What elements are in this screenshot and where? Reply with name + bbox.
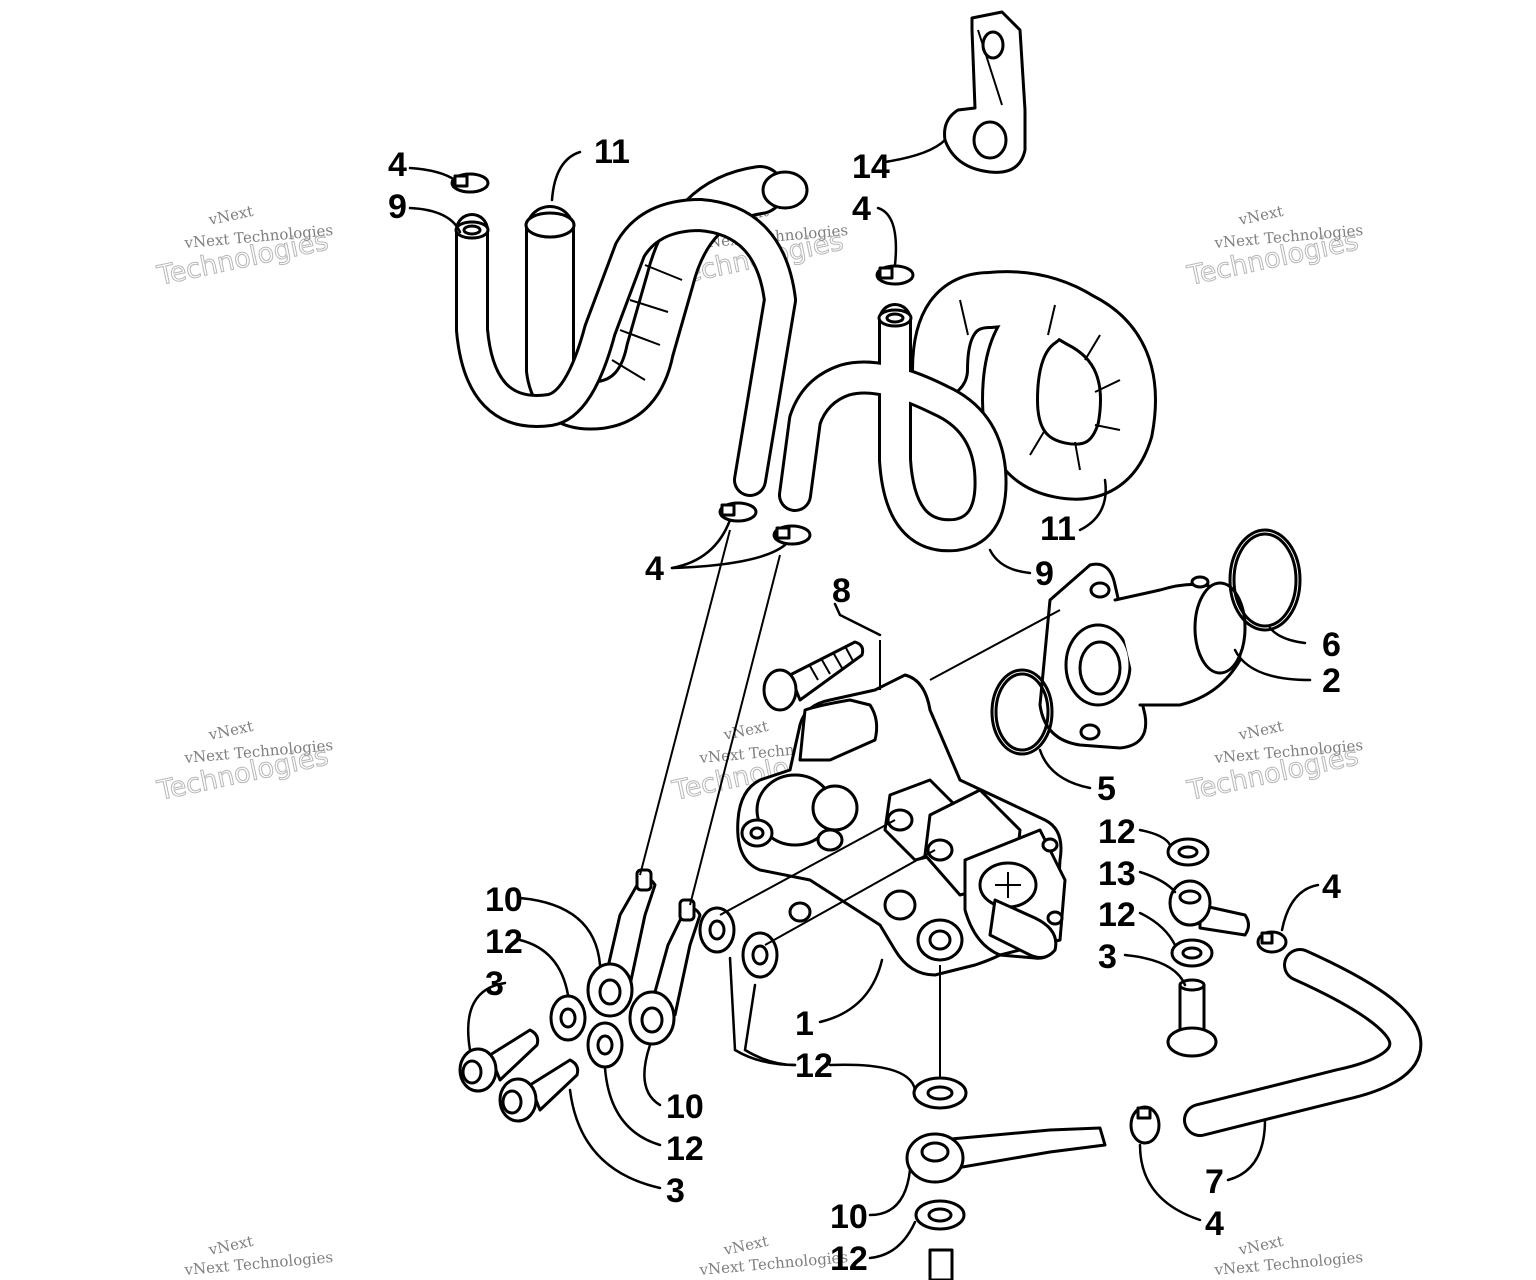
clamp-part-4-bottom [1129, 1105, 1161, 1145]
callout-8: 8 [832, 572, 851, 610]
callout-3: 3 [1098, 938, 1117, 976]
bolt-part-3-bottom [928, 1248, 954, 1280]
callout-10: 10 [830, 1198, 868, 1236]
svg-text:vNext: vNext [206, 717, 255, 744]
callout-11: 11 [1040, 510, 1076, 548]
svg-text:vNext: vNext [1236, 717, 1285, 744]
clamp-part-4-top-right [875, 264, 915, 286]
callout-10: 10 [485, 881, 523, 919]
hose-part-11-right [911, 270, 1157, 501]
bolt-part-3-left-a [458, 1028, 540, 1093]
watermark-top-right: vNext vNext Technologies Technologies [1184, 202, 1364, 293]
watermark-bottom-center: vNext vNext Technologies [698, 1232, 849, 1279]
o-ring-part-6 [1228, 528, 1302, 632]
callout-12: 12 [830, 1240, 868, 1278]
callout-labels: 14 4 11 9 4 11 4 9 8 6 2 5 12 13 4 12 3 … [388, 133, 1341, 1278]
pump-part-1 [736, 609, 1067, 977]
callout-9: 9 [1035, 555, 1054, 593]
svg-text:vNext: vNext [721, 717, 770, 744]
callout-2: 2 [1322, 662, 1341, 700]
watermark-mid-left: vNext vNext Technologies Technologies [154, 717, 334, 808]
callout-4: 4 [645, 550, 664, 588]
callout-3: 3 [666, 1172, 685, 1210]
callout-13: 13 [1098, 855, 1136, 893]
banjo-fitting-part-10-c [905, 1126, 1107, 1184]
svg-text:vNext Technologies: vNext Technologies [183, 1248, 334, 1279]
watermark-top-left: vNext vNext Technologies Technologies [154, 202, 334, 293]
washer-part-12-pump-a [698, 906, 736, 954]
svg-text:vNext Technologies: vNext Technologies [698, 1248, 849, 1279]
svg-text:vNext: vNext [1236, 202, 1285, 229]
watermark-mid-right: vNext vNext Technologies Technologies [1184, 717, 1364, 808]
svg-text:vNext Technologies: vNext Technologies [1213, 1248, 1364, 1279]
housing-part-2 [1038, 562, 1247, 750]
callout-1: 1 [795, 1005, 814, 1043]
svg-text:vNext: vNext [206, 202, 255, 229]
callout-12: 12 [795, 1047, 833, 1085]
clamp-part-4-right [1256, 930, 1288, 954]
banjo-fitting-part-13 [1168, 879, 1250, 937]
bolt-part-8 [762, 640, 865, 712]
callout-7: 7 [1205, 1163, 1224, 1201]
watermark-bottom-left: vNext vNext Technologies [183, 1232, 334, 1279]
callout-12: 12 [485, 923, 523, 961]
hose-part-7 [1183, 948, 1423, 1137]
washer-part-12-left-a [549, 994, 587, 1042]
washer-part-12-bottom [914, 1199, 966, 1231]
callout-6: 6 [1322, 626, 1341, 664]
bracket-part-14 [943, 10, 1027, 174]
leader-lines [408, 138, 1320, 1260]
callout-4: 4 [1205, 1205, 1224, 1243]
hose-part-9-right [778, 303, 1008, 553]
clamp-part-4-mid-a [718, 501, 758, 523]
callout-4: 4 [1322, 868, 1341, 906]
callout-14: 14 [852, 148, 890, 186]
banjo-fitting-part-10-b [628, 898, 702, 1046]
washer-part-12-right-mid [1170, 938, 1214, 968]
clamp-part-4-top-left [450, 172, 490, 194]
washer-part-12-right-top [1166, 837, 1210, 867]
callout-12: 12 [666, 1130, 704, 1168]
bolt-part-3-right [1166, 978, 1218, 1058]
callout-12: 12 [1098, 896, 1136, 934]
o-ring-part-5 [990, 668, 1054, 756]
callout-12: 12 [1098, 813, 1136, 851]
clamp-part-4-mid-b [772, 524, 812, 546]
callout-4: 4 [852, 190, 871, 228]
hose-part-9-left [454, 198, 797, 497]
washer-part-12-pump-b [741, 931, 779, 979]
washer-part-12-left-b [586, 1021, 624, 1069]
bolt-part-3-left-b [498, 1058, 580, 1123]
washer-part-12-bottom-center [912, 1076, 968, 1110]
callout-11: 11 [594, 133, 630, 171]
callout-10: 10 [666, 1088, 704, 1126]
watermark-bottom-right: vNext vNext Technologies [1213, 1232, 1364, 1279]
callout-3: 3 [485, 965, 504, 1003]
banjo-fitting-part-10-a [586, 868, 657, 1018]
callout-5: 5 [1097, 770, 1116, 808]
callout-9: 9 [388, 188, 407, 226]
alignment-lines [639, 529, 941, 1078]
callout-4: 4 [388, 146, 407, 184]
